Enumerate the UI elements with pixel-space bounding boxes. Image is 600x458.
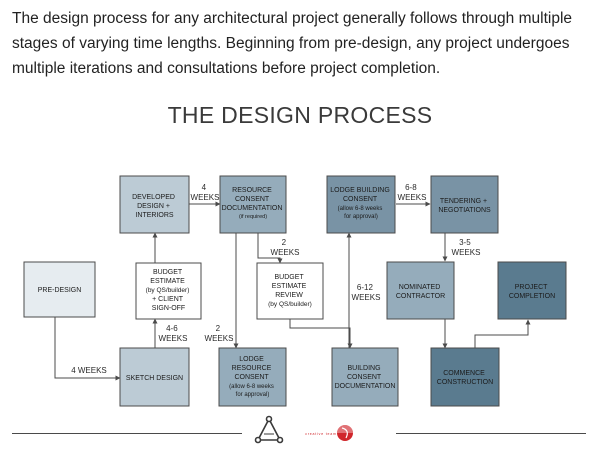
edge-resource-to-review bbox=[257, 233, 283, 264]
triangle-logo-icon bbox=[254, 415, 284, 444]
label-project-completion: PROJECT COMPLETION bbox=[509, 284, 555, 300]
label-pre-design: PRE-DESIGN bbox=[38, 287, 82, 294]
edge-label-to-lodge-resource: 2 WEEKS bbox=[205, 324, 234, 343]
node-lodge-building-consent bbox=[326, 175, 396, 234]
node-developed-design bbox=[119, 175, 190, 234]
node-tendering bbox=[430, 175, 499, 234]
edge-label-tender-down: 3-5 WEEKS bbox=[452, 238, 481, 257]
node-budget-estimate bbox=[135, 262, 202, 320]
label-resource-consent-doc: RESOURCE CONSENT DOCUMENTATION (if requi… bbox=[222, 187, 285, 220]
node-pre-design bbox=[23, 261, 96, 318]
node-building-consent-doc bbox=[331, 347, 399, 407]
edge-label-budget-up: 4-6 WEEKS bbox=[159, 324, 188, 343]
node-sketch-design bbox=[119, 347, 190, 407]
edge-label-dev-to-resource: 4 WEEKS bbox=[191, 183, 220, 202]
diagram-title: THE DESIGN PROCESS bbox=[167, 102, 433, 128]
node-resource-consent-doc bbox=[219, 175, 287, 234]
label-tendering: TENDERING + NEGOTIATIONS bbox=[438, 198, 491, 214]
label-nominated-contractor: NOMINATED CONTRACTOR bbox=[396, 284, 445, 300]
edge-label-pre-to-sketch: 4 WEEKS bbox=[71, 366, 107, 375]
label-budget-review: BUDGET ESTIMATE REVIEW (by QS/builder) bbox=[268, 274, 312, 308]
creative-team-logo-icon: creative team bbox=[305, 425, 353, 441]
label-commence-construction: COMMENCE CONSTRUCTION bbox=[437, 370, 493, 386]
intro-paragraph: The design process for any architectural… bbox=[12, 10, 573, 77]
edge-review-to-building bbox=[289, 319, 353, 349]
edge-label-lodge-to-tender: 6-8 WEEKS bbox=[398, 183, 427, 202]
edge-label-building-up: 6-12 WEEKS bbox=[352, 283, 381, 302]
node-budget-review bbox=[256, 262, 324, 320]
node-commence-construction bbox=[430, 347, 500, 407]
edge-commence-to-completion bbox=[474, 319, 531, 348]
edge-label-resource-down: 2 WEEKS bbox=[271, 238, 300, 257]
connectors bbox=[54, 201, 531, 381]
creative-team-logo-text: creative team bbox=[305, 432, 336, 436]
label-sketch-design: SKETCH DESIGN bbox=[126, 375, 183, 382]
footer-rule-right bbox=[396, 433, 586, 434]
label-lodge-resource-consent: LODGE RESOURCE CONSENT (allow 6-8 weeks … bbox=[229, 356, 276, 398]
node-lodge-resource-consent bbox=[218, 347, 287, 407]
label-building-consent-doc: BUILDING CONSENT DOCUMENTATION bbox=[335, 365, 396, 390]
label-lodge-building-consent: LODGE BUILDING CONSENT (allow 6-8 weeks … bbox=[330, 187, 391, 220]
label-developed-design: DEVELOPED DESIGN + INTERIORS bbox=[132, 194, 177, 219]
node-project-completion bbox=[497, 261, 567, 320]
footer-rule-left bbox=[12, 433, 242, 434]
edge-pre-to-sketch bbox=[54, 317, 121, 381]
node-nominated-contractor bbox=[386, 261, 455, 320]
label-budget-estimate: BUDGET ESTIMATE (by QS/builder) + CLIENT… bbox=[146, 269, 192, 312]
